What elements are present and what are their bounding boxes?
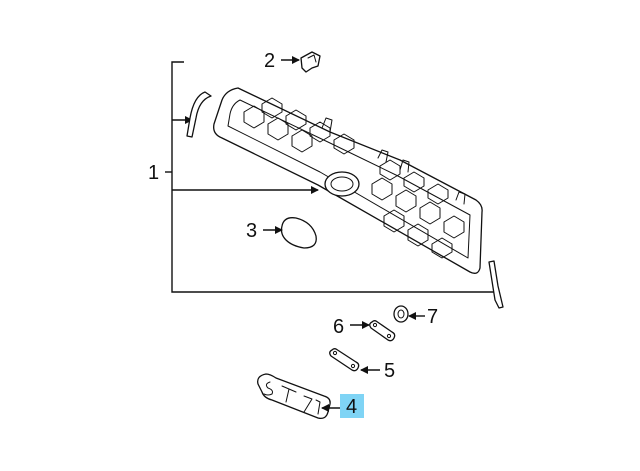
callout-1-label: 1 (148, 162, 159, 184)
right-molding-strip[interactable] (488, 260, 504, 309)
callout-7-label: 7 (427, 306, 438, 328)
callout-5-label: 5 (384, 360, 395, 382)
bracket-plate-part-5[interactable] (329, 348, 360, 372)
sti-badge-part-4[interactable] (257, 373, 331, 420)
callout-6-label: 6 (333, 316, 344, 338)
callout-3-label: 3 (246, 220, 257, 242)
grommet-part-7[interactable] (393, 305, 409, 323)
front-grille[interactable] (213, 87, 483, 274)
bracket-plate-part-6[interactable] (369, 320, 396, 342)
callout-4-highlight (340, 394, 364, 418)
clip-part-2[interactable] (300, 51, 321, 73)
emblem-cover-part-3[interactable] (280, 217, 317, 249)
grille-emblem-ring (324, 171, 360, 197)
callout-1-bracket (165, 61, 495, 293)
grille-mesh (243, 97, 465, 259)
callout-4-label: 4 (346, 396, 357, 418)
left-molding-strip[interactable] (186, 91, 212, 138)
callout-2-label: 2 (264, 50, 275, 72)
